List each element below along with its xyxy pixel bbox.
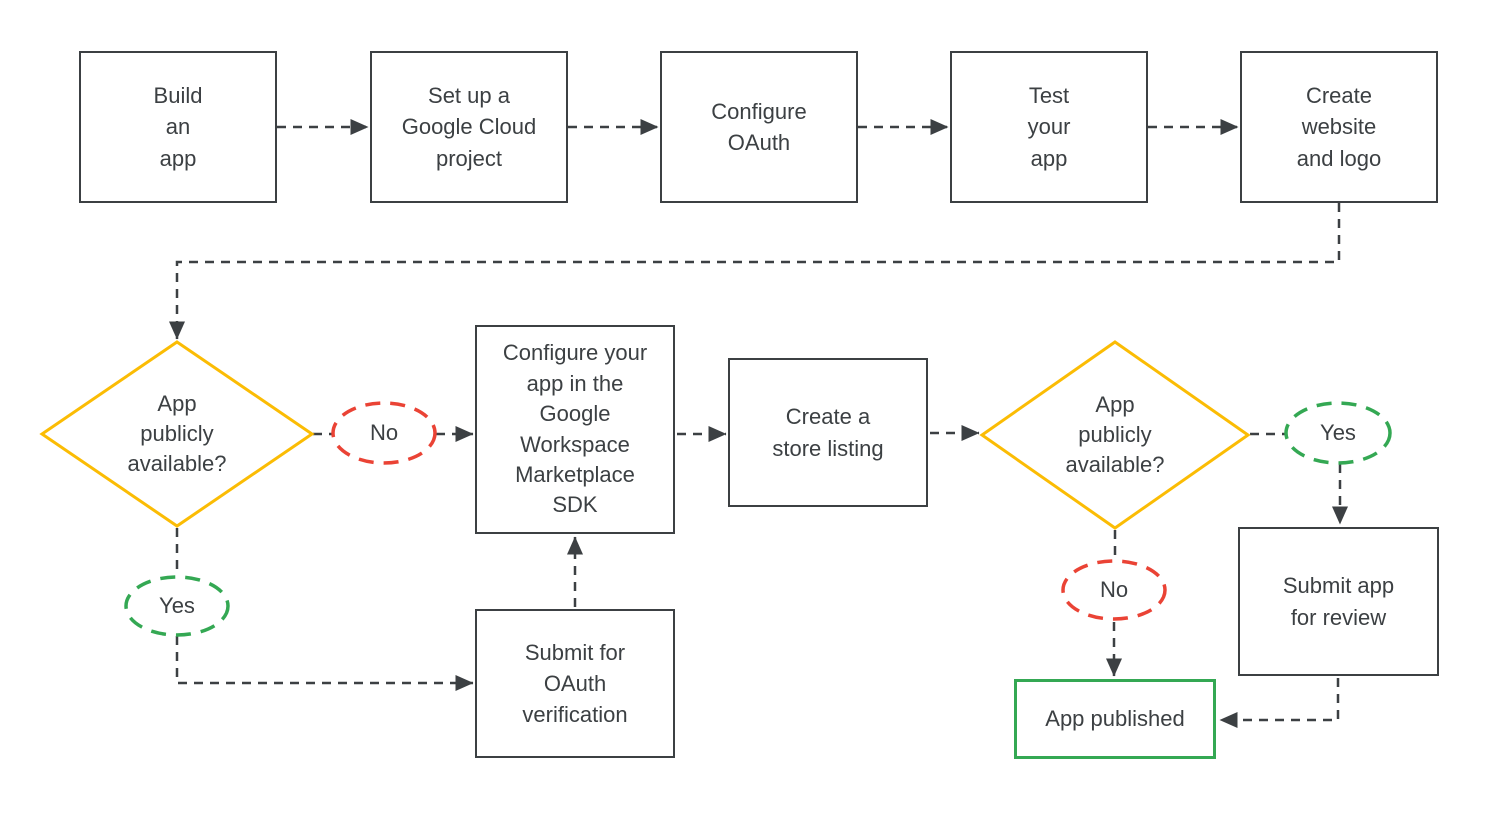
decision-diamond-2 xyxy=(979,340,1251,530)
branch-oval-yes-2 xyxy=(1284,401,1392,465)
process-box-test-your-app: Test your app xyxy=(950,51,1148,203)
process-box-submit-app-for-review: Submit app for review xyxy=(1238,527,1439,676)
branch-oval-yes-1 xyxy=(124,575,230,637)
connector-yes1-to-oauth-verification xyxy=(175,636,474,691)
process-box-create-website-and-logo: Create website and logo xyxy=(1240,51,1438,203)
connector-submit-review-to-app-published xyxy=(1219,678,1340,728)
branch-oval-no-1 xyxy=(331,401,437,465)
process-box-create-store-listing: Create a store listing xyxy=(728,358,928,507)
process-box-configure-oauth: Configure OAuth xyxy=(660,51,858,203)
branch-oval-no-2 xyxy=(1061,559,1167,621)
process-box-setup-google-cloud-project: Set up a Google Cloud project xyxy=(370,51,568,203)
terminal-box-app-published: App published xyxy=(1014,679,1216,759)
connector-website-to-decision1 xyxy=(169,203,1341,340)
process-box-build-an-app: Build an app xyxy=(79,51,277,203)
process-box-submit-oauth-verification: Submit for OAuth verification xyxy=(475,609,675,758)
decision-diamond-1 xyxy=(39,340,315,528)
process-box-configure-marketplace-sdk: Configure your app in the Google Workspa… xyxy=(475,325,675,534)
